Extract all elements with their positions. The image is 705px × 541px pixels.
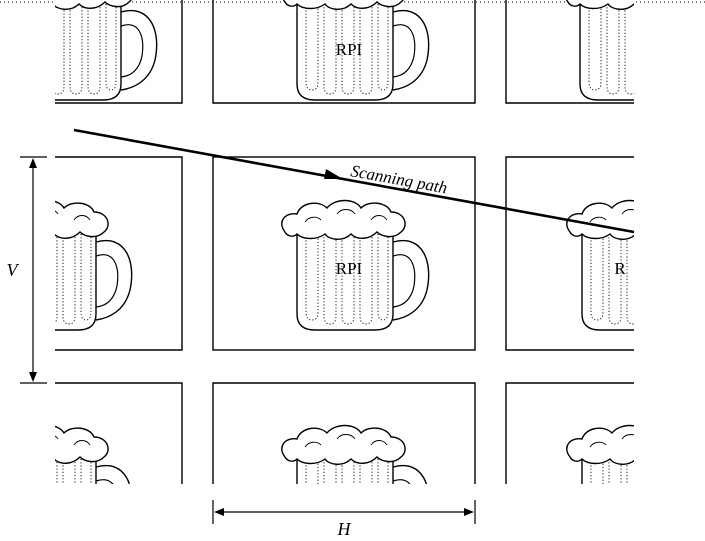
mug-bottom-right: [566, 424, 634, 484]
scanning-path-line: [73, 128, 635, 234]
mug-top-left: [55, 0, 158, 101]
vertical-arrow-down: [29, 372, 37, 382]
scanning-path-label: Scanning path: [349, 161, 449, 197]
frame-top-center: [212, 0, 476, 104]
frame-middle-center: [212, 156, 476, 351]
mug-label-partial: R: [614, 259, 626, 278]
mug-label-center: RPI: [336, 259, 363, 278]
frame-bottom-center: [212, 382, 476, 484]
horizontal-dimension: [212, 500, 476, 524]
frame-top-right: [505, 0, 634, 104]
scanning-path-arrowhead: [324, 169, 343, 179]
mug-middle-left: [55, 199, 133, 331]
frame-bottom-left: [55, 382, 183, 484]
frame-middle-right: [505, 156, 634, 351]
vertical-arrow-up: [29, 158, 37, 168]
mug-label-top: RPI: [336, 40, 363, 59]
horizontal-dimension-label: H: [337, 519, 352, 539]
mug-middle-right: [566, 199, 634, 331]
vertical-dimension: [20, 156, 47, 384]
mug-top-right: [564, 0, 634, 101]
horizontal-arrow-right: [464, 508, 474, 516]
vertical-dimension-label: V: [7, 260, 20, 280]
mug-bottom-left: [55, 424, 133, 484]
frame-bottom-right: [505, 382, 634, 484]
mug-bottom-center: [281, 424, 430, 484]
frame-grid: [55, 0, 634, 484]
frame-top-left: [55, 0, 183, 104]
frame-middle-left: [55, 156, 183, 351]
horizontal-arrow-left: [214, 508, 224, 516]
